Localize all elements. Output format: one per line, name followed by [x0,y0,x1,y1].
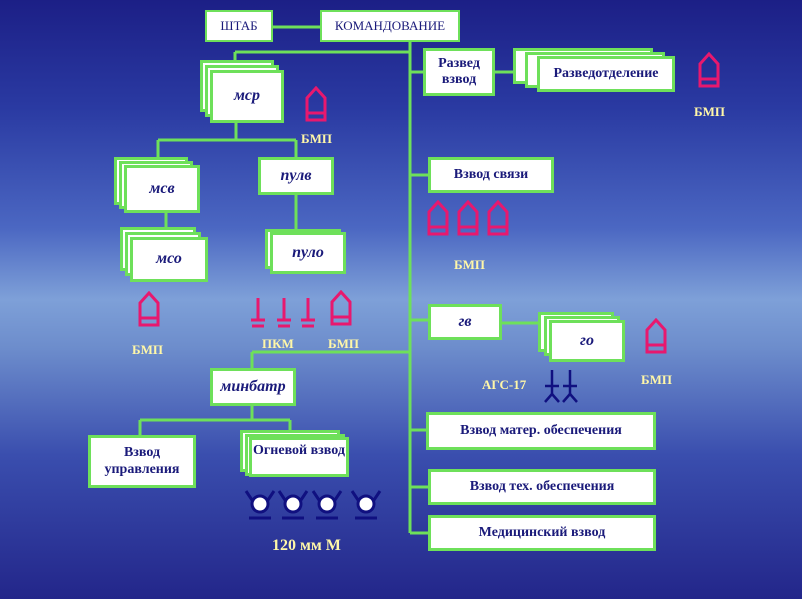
ags-grenade-launcher-icon [544,370,560,403]
bmp-label-mso: БМП [132,342,163,357]
bmp-label-razved: БМП [694,104,725,119]
vzvod-upravleniya-box: Взвод управления [88,435,196,488]
bmp-vehicle-icon [698,52,720,88]
mortar-icon [350,490,382,520]
mortar-icon [244,490,276,520]
ags-grenade-launcher-icon [562,370,578,403]
pkm-machine-gun-icon [251,298,265,328]
gv-box: гв [428,304,502,340]
mortar-label: 120 мм М [272,537,341,554]
minbatr-box: минбатр [210,368,296,406]
msv-box: мсв [124,165,200,213]
komandovanie-box: КОМАНДОВАНИЕ [320,10,460,42]
pulv-box: пулв [258,157,334,195]
pkm-machine-gun-icon [301,298,315,328]
mortar-icon [311,490,343,520]
medicinskiy-vzvod-box: Медицинский взвод [428,515,656,551]
bmp-label-svyaz: БМП [454,257,485,272]
razved-vzvod-box: Развед взвод [423,48,495,96]
bmp-label-msr: БМП [301,131,332,146]
bmp-vehicle-icon [427,200,449,236]
msr-box: мср [210,70,284,123]
ags-label: АГС-17 [482,377,527,392]
go-box: го [549,320,625,362]
bmp-vehicle-icon [487,200,509,236]
razvedotdelenie-box: Разведотделение [537,56,675,92]
bmp-label-go: БМП [641,372,672,387]
bmp-vehicle-icon [457,200,479,236]
pulo-box: пуло [270,232,346,274]
vzvod-mater-box: Взвод матер. обеспечения [426,412,656,450]
bmp-vehicle-icon [138,291,160,327]
vzvod-teh-box: Взвод тех. обеспечения [428,469,656,505]
bmp-label-pulo: БМП [328,336,359,351]
bmp-vehicle-icon [330,290,352,326]
bmp-vehicle-icon [305,86,327,122]
pkm-machine-gun-icon [277,298,291,328]
bmp-vehicle-icon [645,318,667,354]
shtab-box: ШТАБ [205,10,273,42]
vzvod-svyazi-box: Взвод связи [428,157,554,193]
ognevoy-vzvod-box: Огневой взвод [249,437,349,477]
mso-box: мсо [130,237,208,282]
mortar-icon [277,490,309,520]
pkm-label: ПКМ [262,336,294,351]
